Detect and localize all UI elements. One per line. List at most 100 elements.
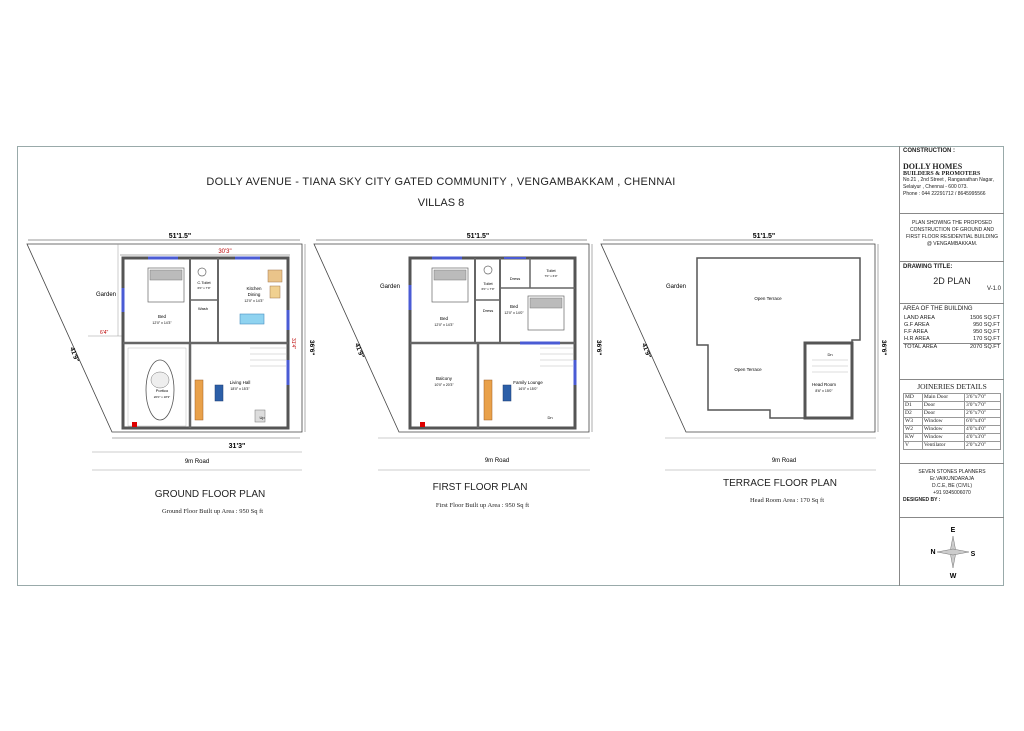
terrace-left-dim: 41'9": [640, 342, 652, 359]
area-value: 1506 SQ.FT: [970, 315, 1000, 321]
ground-up-label: Up: [259, 415, 265, 420]
drawing-sheet: [17, 146, 1004, 586]
ground-setback: 6'4": [100, 330, 109, 336]
area-value: 2070 SQ.FT: [970, 344, 1000, 350]
joinery-size: 2'6"x7'0": [964, 409, 1001, 418]
joinery-name: Ventilator: [921, 441, 966, 450]
ground-floor-plan: 51'1.5" 30'3": [26, 233, 315, 471]
compass-right: S: [971, 551, 976, 558]
first-left-dim: 41'9": [353, 342, 365, 359]
ground-living-label: Living Hall: [230, 380, 251, 385]
first-toilet1-label: Toilet: [483, 281, 493, 286]
joinery-name: Window: [921, 433, 966, 442]
first-bed1-label: Bed: [440, 316, 449, 321]
company-name: DOLLY HOMES: [903, 162, 963, 171]
joinery-size: 3'0"x7'0": [964, 401, 1001, 410]
first-road-label: 9m Road: [485, 458, 509, 464]
joineries-label: JOINERIES DETAILS: [917, 382, 987, 391]
company-sub: BUILDERS & PROMOTERS: [903, 171, 981, 177]
joinery-name: Main Door: [921, 393, 966, 402]
ground-right-inner-dim: 31'4": [290, 338, 296, 349]
first-floor-area: First Floor Built up Area : 950 Sq ft: [435, 502, 530, 509]
ground-kitchen-size: 12'0" x 14'3": [244, 299, 264, 303]
first-right-dim: 36'6": [595, 340, 602, 355]
address-line-2: Selaiyur , Chennai - 600 073.: [903, 184, 968, 190]
joinery-code: V: [903, 441, 923, 450]
joinery-name: Window: [921, 417, 966, 426]
compass-bottom: W: [950, 573, 957, 580]
terrace-open2-label: Open Terrace: [734, 367, 762, 372]
area-name: G.F AREA: [904, 322, 930, 328]
terrace-head-label: Head Room: [812, 382, 836, 387]
first-plot-boundary: [313, 243, 590, 433]
terrace-plot-boundary: [600, 243, 876, 433]
first-family-size: 16'0" x 15'0": [518, 387, 538, 391]
first-garden-label: Garden: [380, 284, 400, 290]
floor-plans-drawing: 51'1.5" 30'3": [26, 233, 887, 471]
first-toilet2-size: 7'0" x 6'0": [544, 274, 557, 278]
compass-left: N: [930, 549, 935, 556]
terrace-open1-label: Open Terrace: [754, 296, 782, 301]
ground-floor-caption: GROUND FLOOR PLAN: [154, 489, 266, 500]
first-dress2-label: Dress: [510, 276, 520, 281]
first-dn-label: Dn: [547, 415, 552, 420]
joinery-size: 4'0"x3'0": [964, 433, 1001, 442]
joinery-code: MD: [903, 393, 923, 402]
joinery-size: 6'0"x4'0": [964, 417, 1001, 426]
first-family-label: Family Lounge: [513, 380, 543, 385]
terrace-floor-plan: 51'1.5" Open Terrace Open Terrace Head R…: [600, 233, 887, 471]
first-toilet1-size: 6'0" x 7'9": [481, 287, 494, 291]
area-value: 170 SQ.FT: [973, 336, 1000, 342]
terrace-outline: [696, 257, 861, 419]
ground-bed-label: Bed: [158, 314, 167, 319]
ground-right-dim: 36'6": [308, 340, 315, 355]
designed-by-label: DESIGNED BY :: [903, 497, 941, 503]
ground-width-inner: 30'3": [218, 249, 231, 255]
first-toilet2-label: Toilet: [546, 268, 556, 273]
title-block: CONSTRUCTION : DOLLY HOMES BUILDERS & PR…: [899, 146, 1004, 586]
area-name: LAND AREA: [904, 315, 935, 321]
ground-width-bottom: 31'3": [229, 443, 246, 450]
ground-toilet-label: C.Toilet: [197, 280, 211, 285]
terrace-dn-label: Dn: [827, 352, 832, 357]
ground-living-size: 18'0" x 15'3": [230, 387, 250, 391]
joinery-size: 4'0"x4'0": [964, 425, 1001, 434]
first-bed1-size: 12'0" x 14'3": [434, 323, 454, 327]
joinery-size: 2'0"x2'0": [964, 441, 1001, 450]
first-dress1-label: Dress: [483, 308, 493, 313]
project-title: DOLLY AVENUE - TIANA SKY CITY GATED COMM…: [206, 176, 676, 188]
compass-rose-icon: E W N S: [930, 527, 976, 580]
ground-kitchen-label: Kitchen: [246, 286, 262, 291]
first-width-top: 51'1.5": [467, 233, 490, 240]
ground-bed-size: 12'0" x 14'3": [152, 321, 172, 325]
first-bed2-label: Bed: [510, 304, 519, 309]
terrace-floor-caption: TERRACE FLOOR PLAN: [723, 478, 837, 489]
area-value: 950 SQ.FT: [973, 329, 1000, 335]
terrace-right-dim: 36'6": [880, 340, 887, 355]
area-row: LAND AREA 1506 SQ.FT: [903, 315, 1001, 322]
terrace-head-size: 8'6" x 15'0": [815, 389, 833, 393]
ground-portico-size: 20'0" x 18'3": [154, 395, 170, 399]
first-floor-caption: FIRST FLOOR PLAN: [432, 482, 528, 493]
ground-dining-label: Dining: [248, 292, 261, 297]
drawing-title-label: DRAWING TITLE:: [903, 264, 953, 270]
construction-label: CONSTRUCTION :: [903, 148, 955, 154]
compass-top: E: [951, 527, 956, 534]
joinery-name: Window: [921, 425, 966, 434]
ground-plot-boundary: [26, 243, 303, 433]
drawing-version: V-1.0: [986, 286, 1001, 292]
head-room-walls: [803, 341, 854, 420]
planner-name: SEVEN STONES PLANNERS: [918, 469, 986, 475]
